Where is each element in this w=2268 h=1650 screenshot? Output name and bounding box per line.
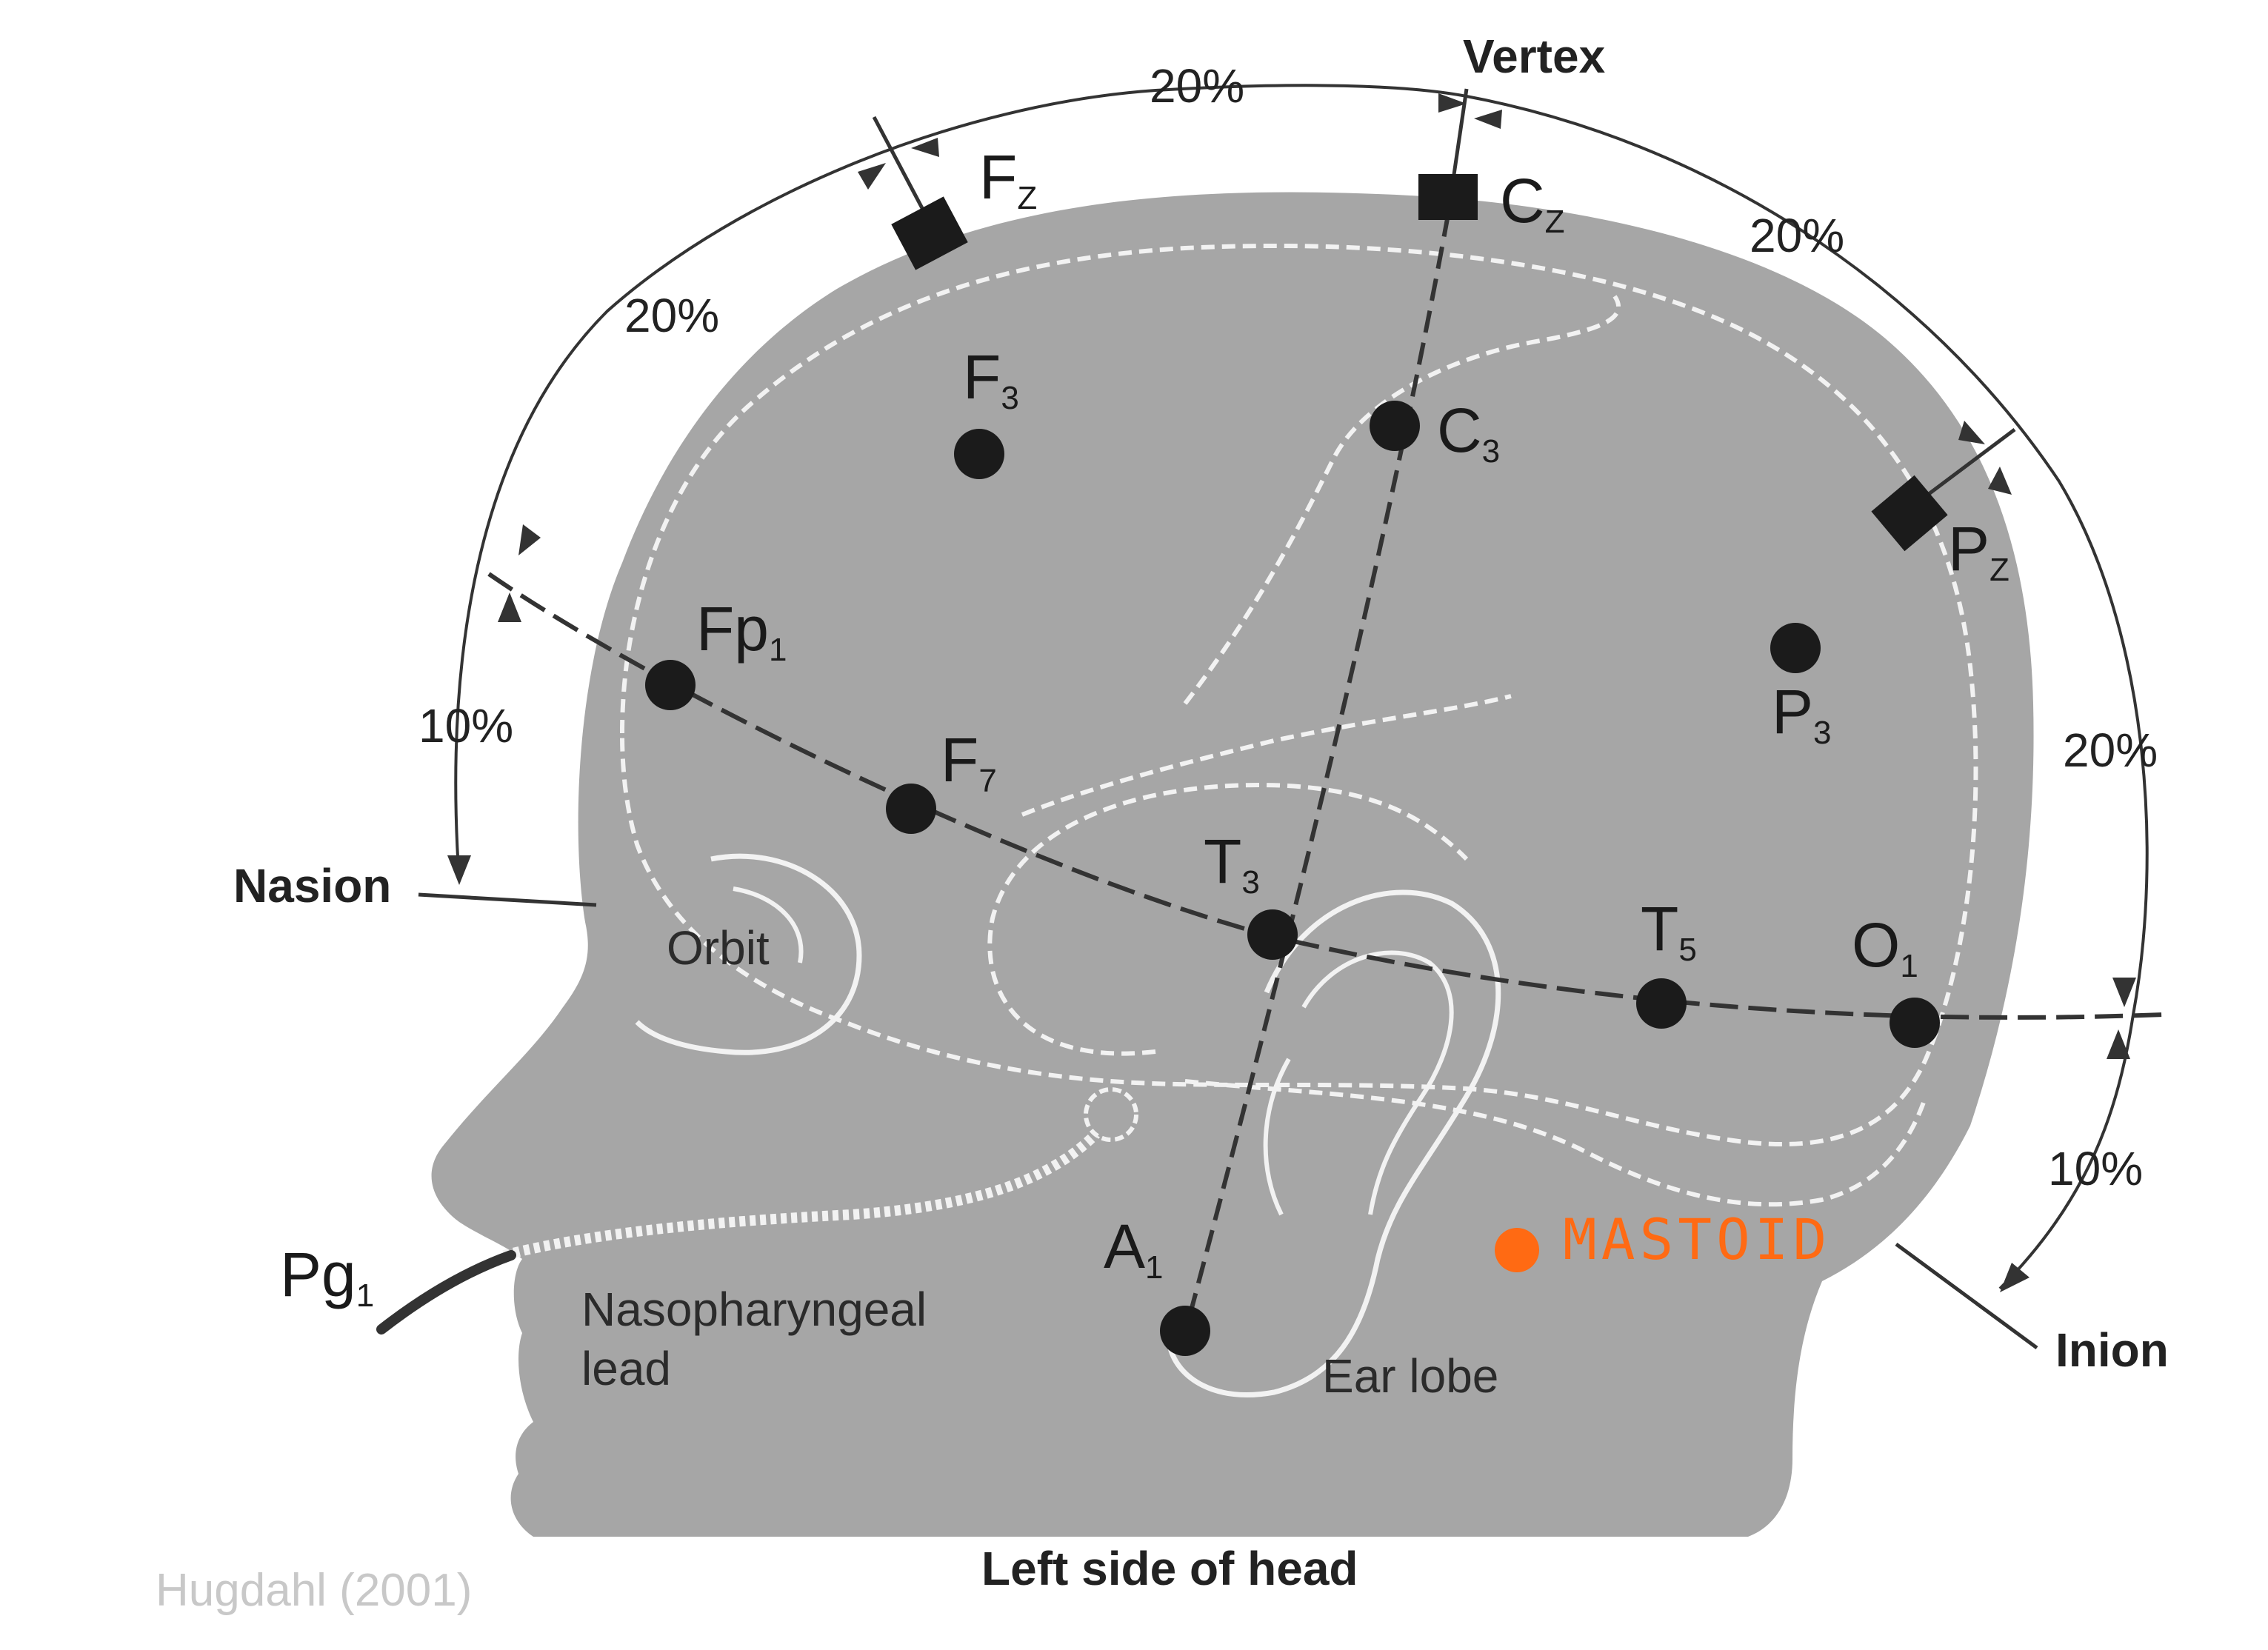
arrow-right-mid-bottom [2112,978,2136,1007]
brain-outline-dashed [620,243,1978,1147]
ear-lobe-label: Ear lobe [1322,1349,1498,1403]
label-fz: FZ [979,142,1037,216]
electrode-fz [891,196,968,270]
head-silhouette [431,192,2034,1537]
temporal-lobe-dashed [987,782,1469,1056]
pct-top: 20% [1150,59,1244,113]
cerebellum-dashed [1184,1079,1928,1207]
ear-outline [1167,889,1501,1397]
arrow-left-lower-top [498,592,521,622]
nasopharyngeal-lead [502,1122,1108,1260]
arrow-right-mid-top [1988,467,2012,495]
electrode-cz [1418,174,1478,220]
arrow-right-low-top [2107,1029,2130,1059]
label-pz: PZ [1948,514,2009,588]
arrow-right-top-right [1958,421,1985,444]
pg1-wire [376,1250,516,1335]
electrode-p3 [1770,623,1821,673]
vertex-label: Vertex [1463,30,1606,83]
ear-tragus [1263,1058,1291,1216]
inion-label: Inion [2055,1323,2169,1377]
mastoid-marker [1495,1228,1539,1272]
electrode-a1 [1160,1306,1210,1356]
brain-sulcus-dashed-2 [1021,694,1512,817]
label-a1: A1 [1104,1212,1164,1286]
label-o1: O1 [1852,910,1918,984]
mastoid-label: MASTOID [1563,1206,1831,1272]
label-c3: C3 [1437,395,1500,470]
label-f3: F3 [963,342,1019,416]
electrode-t5 [1636,978,1687,1029]
arrow-left-upper-bottom [518,524,541,555]
inion-line [1895,1242,2038,1350]
label-t5: T5 [1641,894,1697,968]
orbit-label: Orbit [667,921,770,975]
pct-left-upper: 20% [624,289,719,342]
caption: Left side of head [981,1542,1358,1595]
pct-right-middle: 20% [2063,724,2158,777]
arrow-right-top-left [1474,110,1502,129]
outer-arc [454,84,2149,1290]
pct-right-lower: 10% [2048,1142,2143,1195]
electrode-f7 [886,784,936,834]
arrow-left-lower-bottom [447,855,471,885]
orbit-outline [635,853,862,1055]
coronal-line [1183,214,1450,1334]
electrode-c3 [1370,401,1420,451]
arrow-top-left [911,138,939,157]
nasion-line [418,892,597,907]
label-pg1: Pg1 [280,1240,374,1314]
ear-inner [1301,950,1454,1215]
nasion-label: Nasion [233,859,391,912]
electrode-o1 [1890,998,1940,1048]
nasopharyngeal-label-line1: Nasopharyngeal [581,1283,927,1336]
electrode-t3 [1247,909,1298,960]
electrode-f3 [954,429,1004,479]
label-f7: F7 [941,725,997,799]
arrow-top-right [1438,93,1467,113]
arrow-left-upper-top [858,163,886,190]
pct-right-upper: 20% [1750,209,1844,262]
credit: Hugdahl (2001) [156,1565,472,1616]
arrow-right-low-bottom [2000,1263,2029,1292]
nasopharyngeal-label-line2: lead [581,1342,671,1395]
fz-ticker [872,116,932,224]
label-cz: CZ [1500,166,1565,240]
pct-left-lower: 10% [418,699,513,752]
label-t3: T3 [1204,826,1260,901]
label-fp1: Fp1 [696,594,787,668]
electrode-fp1 [645,660,696,710]
electrode-pz [1871,475,1948,552]
orbit-inner [733,886,804,963]
label-p3: P3 [1772,677,1832,751]
nasopharyngeal-lead-tip [1084,1087,1138,1142]
